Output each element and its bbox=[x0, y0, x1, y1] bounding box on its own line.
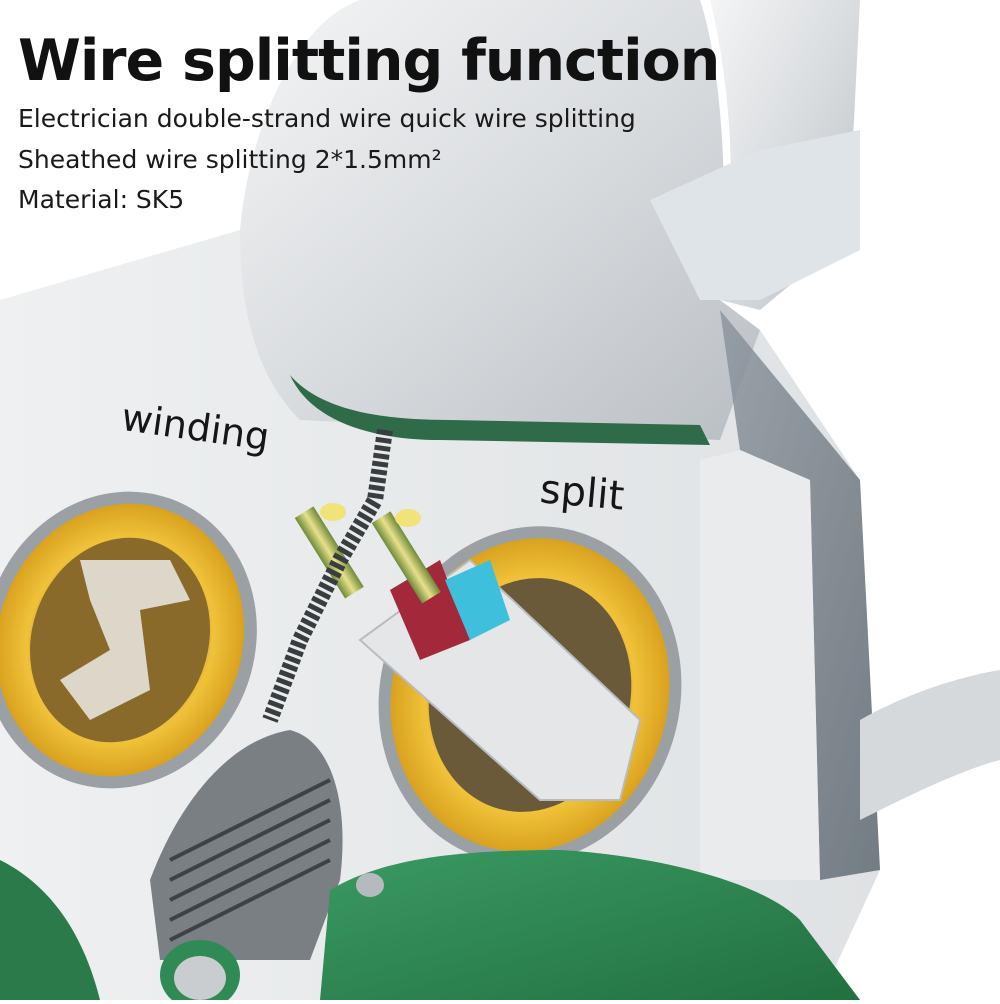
rivet bbox=[356, 873, 384, 897]
copper-tip-left bbox=[320, 503, 346, 521]
right-handle bbox=[860, 670, 1000, 820]
serrated-jaw-teeth bbox=[169, 778, 331, 942]
serrated-jaw bbox=[150, 730, 343, 960]
upper-arm-block bbox=[650, 130, 860, 300]
upper-jaw-green-edge bbox=[290, 375, 710, 445]
serrated-spring bbox=[262, 428, 393, 723]
blue-insulation bbox=[445, 560, 510, 640]
pivot-screw bbox=[174, 956, 226, 1000]
front-face bbox=[700, 450, 820, 880]
spec-line: Material: SK5 bbox=[18, 185, 185, 214]
copper-tip-right bbox=[395, 509, 421, 527]
split-label: split bbox=[538, 466, 626, 520]
red-insulation bbox=[390, 560, 470, 660]
green-handle-right bbox=[320, 850, 860, 1000]
copper-core-right bbox=[371, 511, 441, 604]
upper-jaw bbox=[240, 0, 760, 440]
winding-inner-blade bbox=[60, 560, 190, 720]
page-title: Wire splitting function bbox=[18, 28, 720, 94]
spec-line: Sheathed wire splitting 2*1.5mm² bbox=[18, 145, 442, 174]
spec-line: Electrician double-strand wire quick wir… bbox=[18, 104, 636, 133]
copper-core-left bbox=[294, 506, 364, 599]
green-handle-left bbox=[0, 860, 100, 1000]
side-face bbox=[720, 310, 880, 880]
